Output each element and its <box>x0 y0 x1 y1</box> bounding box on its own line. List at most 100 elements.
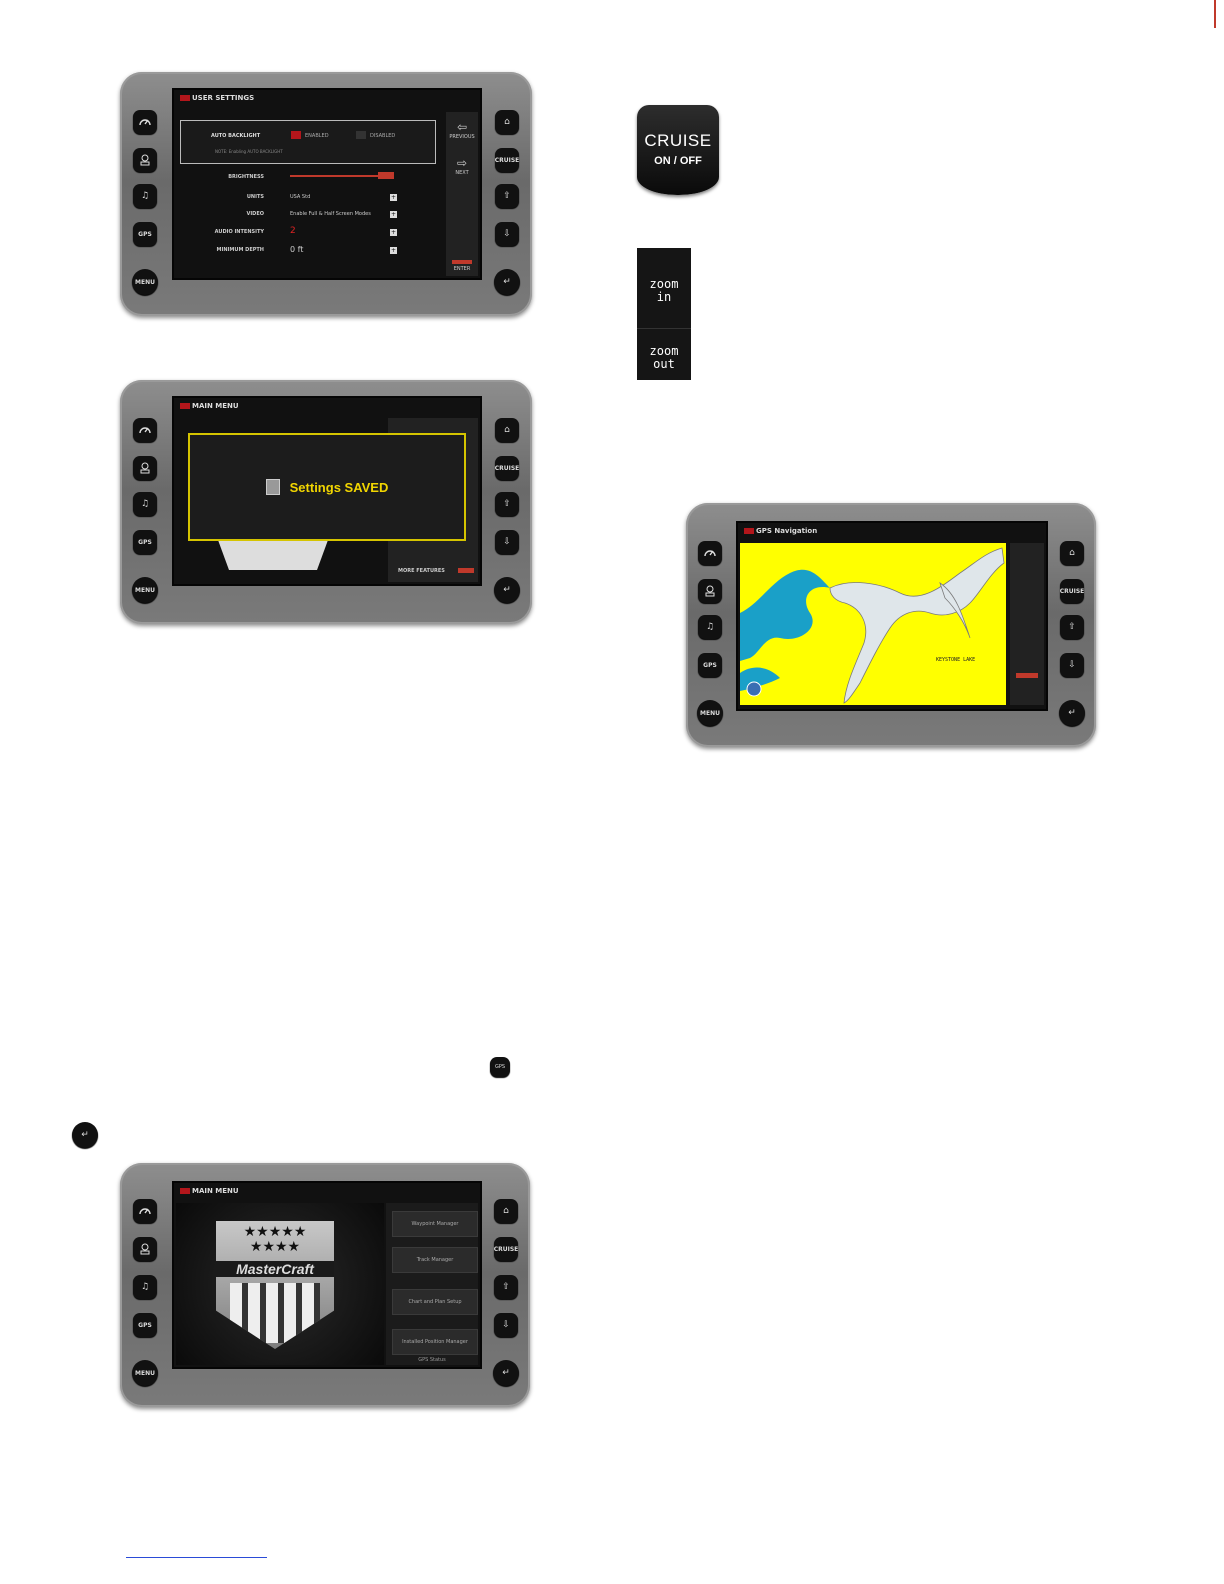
screen-title: MAIN MENU <box>180 402 239 410</box>
driver-key[interactable] <box>133 456 157 480</box>
audio-key[interactable]: ♫ <box>698 615 722 639</box>
menu-item-waypoint-manager[interactable]: Waypoint Manager <box>392 1211 478 1237</box>
display-gps-navigation: ♫ GPS MENU ⌂ CRUISE ⇧ ⇩ ↵ GPS Navigation… <box>686 503 1096 747</box>
gauge-icon <box>139 119 151 126</box>
more-features-button[interactable] <box>458 568 474 573</box>
menu-key[interactable]: MENU <box>132 577 158 603</box>
gauge-icon <box>139 1208 151 1215</box>
driver-key[interactable] <box>133 1237 157 1261</box>
home-icon: ⌂ <box>1069 548 1075 558</box>
settings-saved-dialog: Settings SAVED <box>188 433 466 541</box>
menu-key[interactable]: MENU <box>697 700 723 726</box>
gauge-icon <box>139 427 151 434</box>
enter-icon: ↵ <box>503 585 511 595</box>
menu-item-chart-setup[interactable]: Chart and Plan Setup <box>392 1289 478 1315</box>
cruise-on-off-button[interactable]: CRUISE ON / OFF <box>637 105 719 195</box>
audio-plus-button[interactable]: + <box>390 229 397 236</box>
zoom-in-button[interactable]: zoom in <box>637 248 691 329</box>
gps-key[interactable]: GPS <box>698 653 722 677</box>
cruise-onoff-label: CRUISE <box>1059 587 1085 595</box>
screen-title: USER SETTINGS <box>180 94 254 102</box>
cruise-onoff-label: CRUISE <box>494 464 520 472</box>
arrow-down-icon: ⇩ <box>503 229 511 239</box>
lake-map[interactable]: KEYSTONE LAKE <box>740 543 1006 705</box>
select-key[interactable]: ↵ <box>1059 700 1085 726</box>
home-icon: ⌂ <box>504 425 510 435</box>
cruise-gauge-key[interactable] <box>698 541 722 565</box>
inline-gps-icon: GPS <box>490 1057 510 1077</box>
up-key[interactable]: ⇧ <box>495 492 519 516</box>
arrow-up-icon: ⇧ <box>503 499 511 509</box>
brightness-handle[interactable] <box>378 172 394 179</box>
menu-key[interactable]: MENU <box>132 269 158 295</box>
gps-key[interactable]: GPS <box>133 530 157 554</box>
driver-icon <box>140 462 150 474</box>
video-plus-button[interactable]: + <box>390 211 397 218</box>
arrow-down-icon: ⇩ <box>503 537 511 547</box>
home-key[interactable]: ⌂ <box>1060 541 1084 565</box>
music-note-icon: ♫ <box>140 1282 150 1292</box>
cruise-gauge-key[interactable] <box>133 110 157 134</box>
gps-enter-button[interactable] <box>1016 673 1038 678</box>
arrow-up-icon: ⇧ <box>1068 622 1076 632</box>
select-key[interactable]: ↵ <box>493 1360 519 1386</box>
previous-button[interactable]: ⇦PREVIOUS <box>449 120 475 140</box>
driver-key[interactable] <box>133 148 157 172</box>
cruise-gauge-key[interactable] <box>133 1199 157 1223</box>
next-button[interactable]: ⇨NEXT <box>455 156 469 176</box>
saved-screen: MAIN MENU MORE FEATURES Settings SAVED <box>172 396 482 586</box>
menu-key[interactable]: MENU <box>132 1360 158 1386</box>
enter-icon: ↵ <box>502 1368 510 1378</box>
menu-item-position-manager[interactable]: Installed Position Manager <box>392 1329 478 1355</box>
footnote-link-underline[interactable] <box>126 1557 267 1558</box>
brand-panel: ★★★★★★★★★ MasterCraft <box>176 1203 384 1365</box>
arrow-up-icon: ⇧ <box>503 191 511 201</box>
enter-icon: ↵ <box>503 277 511 287</box>
audio-key[interactable]: ♫ <box>133 1275 157 1299</box>
home-key[interactable]: ⌂ <box>495 418 519 442</box>
arrow-up-icon: ⇧ <box>502 1282 510 1292</box>
select-key[interactable]: ↵ <box>494 577 520 603</box>
menu-list: Waypoint Manager Track Manager Chart and… <box>386 1203 478 1365</box>
driver-key[interactable] <box>698 579 722 603</box>
audio-key[interactable]: ♫ <box>133 492 157 516</box>
down-key[interactable]: ⇩ <box>494 1313 518 1337</box>
audio-key[interactable]: ♫ <box>133 184 157 208</box>
shield-stripes <box>230 1283 320 1343</box>
stars-icon: ★★★★★★★★★ <box>243 1224 307 1255</box>
menu-item-gps-status[interactable]: GPS Status <box>418 1357 446 1363</box>
arrow-down-icon: ⇩ <box>1068 660 1076 670</box>
home-icon: ⌂ <box>503 1206 509 1216</box>
down-key[interactable]: ⇩ <box>1060 653 1084 677</box>
gps-key[interactable]: GPS <box>133 1313 157 1337</box>
cruise-onoff-key[interactable]: CRUISE <box>495 456 519 480</box>
home-key[interactable]: ⌂ <box>494 1199 518 1223</box>
screen-title: MAIN MENU <box>180 1187 239 1195</box>
home-key[interactable]: ⌂ <box>495 110 519 134</box>
display-main-menu: ♫ GPS MENU ⌂ CRUISE ⇧ ⇩ ↵ MAIN MENU ★★★★… <box>120 1163 530 1407</box>
arrow-down-icon: ⇩ <box>502 1320 510 1330</box>
driver-icon <box>140 1243 150 1255</box>
up-key[interactable]: ⇧ <box>494 1275 518 1299</box>
enter-button[interactable]: ENTER <box>446 260 478 272</box>
menu-item-track-manager[interactable]: Track Manager <box>392 1247 478 1273</box>
down-key[interactable]: ⇩ <box>495 530 519 554</box>
units-plus-button[interactable]: + <box>390 194 397 201</box>
gps-key[interactable]: GPS <box>133 222 157 246</box>
select-key[interactable]: ↵ <box>494 269 520 295</box>
main-menu-screen: MAIN MENU ★★★★★★★★★ MasterCraft Waypoint… <box>172 1181 482 1369</box>
backlight-disabled-radio[interactable] <box>356 131 366 139</box>
save-disk-icon <box>265 479 280 495</box>
brightness-slider[interactable] <box>290 175 386 177</box>
up-key[interactable]: ⇧ <box>1060 615 1084 639</box>
depth-plus-button[interactable]: + <box>390 247 397 254</box>
backlight-enabled-radio[interactable] <box>291 131 301 139</box>
cruise-onoff-key[interactable]: CRUISE <box>494 1237 518 1261</box>
cruise-onoff-key[interactable]: CRUISE <box>495 148 519 172</box>
music-note-icon: ♫ <box>705 622 715 632</box>
zoom-out-button[interactable]: zoom out <box>637 329 691 380</box>
down-key[interactable]: ⇩ <box>495 222 519 246</box>
cruise-onoff-key[interactable]: CRUISE <box>1060 579 1084 603</box>
cruise-gauge-key[interactable] <box>133 418 157 442</box>
up-key[interactable]: ⇧ <box>495 184 519 208</box>
